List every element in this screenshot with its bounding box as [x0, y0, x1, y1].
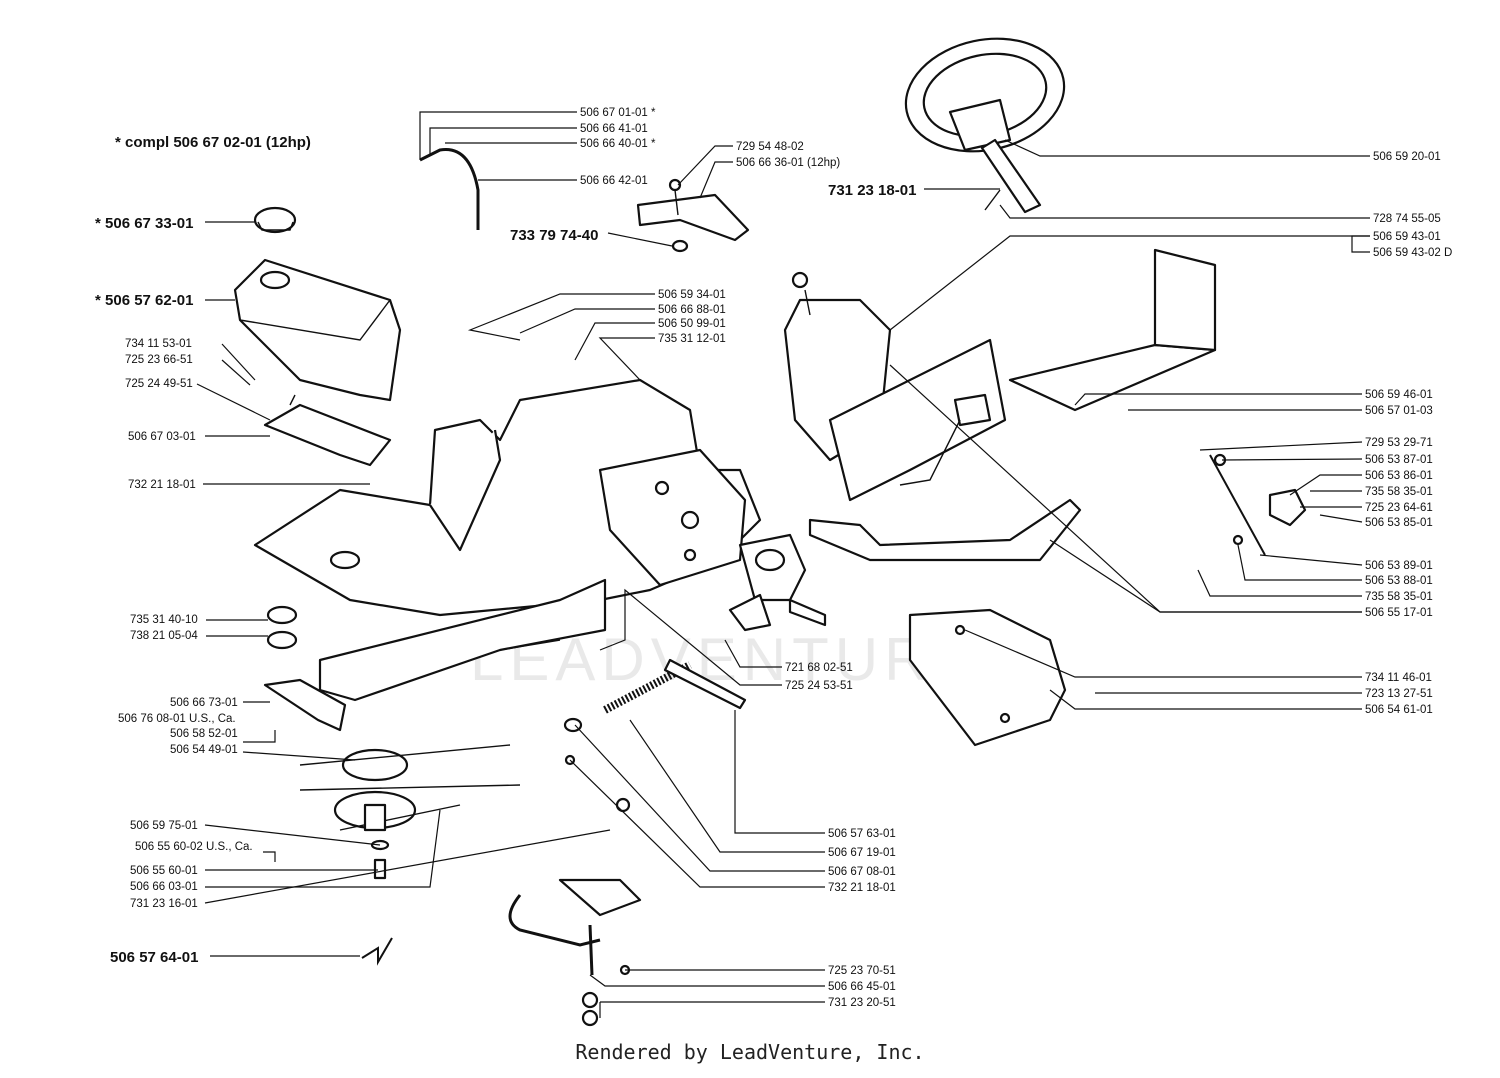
part-number-label: 735 58 35-01	[1365, 486, 1433, 498]
linkage-lever	[1209, 453, 1307, 556]
part-number-label: 732 21 18-01	[828, 882, 896, 894]
part-number-label: 506 55 60-02 U.S., Ca.	[135, 841, 253, 853]
wire-guide	[419, 148, 480, 230]
washers	[263, 605, 347, 732]
part-number-label: 735 58 35-01	[1365, 591, 1433, 603]
part-number-label: 506 66 73-01	[170, 697, 238, 709]
seat-plate	[1008, 248, 1217, 412]
part-number-label: 731 23 18-01	[828, 182, 916, 199]
part-number-label: 735 31 40-10	[130, 614, 198, 626]
part-number-label: 729 53 29-71	[1365, 437, 1433, 449]
part-number-label: 506 67 01-01 *	[580, 107, 656, 119]
cover-plate	[636, 178, 750, 253]
part-number-label: 506 57 63-01	[828, 828, 896, 840]
part-number-label: 725 23 64-61	[1365, 502, 1433, 514]
part-number-label: 506 50 99-01	[658, 318, 726, 330]
part-number-label: 506 66 41-01	[580, 123, 648, 135]
part-number-label: 506 59 20-01	[1373, 151, 1441, 163]
part-number-label: 725 23 66-51	[125, 354, 193, 366]
part-number-label: 728 74 55-05	[1373, 213, 1441, 225]
spring	[563, 658, 747, 976]
part-number-label: 734 11 53-01	[125, 338, 192, 350]
brake-band	[508, 878, 642, 1027]
steering-wheel	[904, 37, 1066, 214]
part-number-label: 506 59 43-02 D	[1373, 247, 1452, 259]
part-number-label: 506 59 43-01	[1373, 231, 1441, 243]
part-number-labels: * 506 67 33-01 * 506 57 62-01 734 11 53-01…	[95, 107, 1452, 1009]
part-number-label: 506 55 60-01	[130, 865, 198, 877]
pedal-assembly	[808, 393, 1082, 562]
part-number-label: 506 66 03-01	[130, 881, 198, 893]
part-number-label: 506 55 17-01	[1365, 607, 1433, 619]
part-number-label: 506 67 08-01	[828, 866, 896, 878]
part-number-label: 506 67 03-01	[128, 431, 196, 443]
fuel-tank-bracket	[263, 394, 392, 467]
part-number-label: 738 21 05-04	[130, 630, 198, 642]
part-number-label: 506 53 88-01	[1365, 575, 1433, 587]
part-number-label: 506 53 85-01	[1365, 517, 1433, 529]
part-number-label: 506 66 88-01	[658, 304, 726, 316]
part-number-label: 506 59 75-01	[130, 820, 198, 832]
part-number-label: 506 53 86-01	[1365, 470, 1433, 482]
part-number-label: 721 68 02-51	[785, 662, 853, 674]
part-number-label: * 506 57 62-01	[95, 292, 193, 309]
main-frame	[253, 271, 1007, 702]
part-number-label: 731 23 20-51	[828, 997, 896, 1009]
clip-part	[361, 937, 393, 966]
part-number-label: 506 76 08-01 U.S., Ca.	[118, 713, 236, 725]
part-number-label: * 506 67 33-01	[95, 215, 193, 232]
part-number-label: 506 57 64-01	[110, 949, 198, 966]
part-number-label: 506 54 49-01	[170, 744, 238, 756]
footer-credit: Rendered by LeadVenture, Inc.	[575, 1040, 925, 1064]
part-number-label: 506 58 52-01	[170, 728, 238, 740]
part-number-label: 506 57 01-03	[1365, 405, 1433, 417]
part-number-label: 506 66 36-01 (12hp)	[736, 157, 840, 169]
part-number-label: 506 53 89-01	[1365, 560, 1433, 572]
part-number-label: 506 66 42-01	[580, 175, 648, 187]
part-number-label: 732 21 18-01	[128, 479, 196, 491]
part-number-label: 506 54 61-01	[1365, 704, 1433, 716]
part-number-label: 506 67 19-01	[828, 847, 896, 859]
rear-hood	[908, 608, 1067, 747]
part-number-label: 506 59 46-01	[1365, 389, 1433, 401]
part-number-label: 734 11 46-01	[1365, 672, 1432, 684]
kit-note: * compl 506 67 02-01 (12hp)	[115, 134, 311, 151]
leader-lines	[196, 111, 1370, 1018]
part-number-label: 725 24 49-51	[125, 378, 193, 390]
part-number-label: 506 53 87-01	[1365, 454, 1433, 466]
part-number-label: 733 79 74-40	[510, 227, 598, 244]
fuel-tank	[233, 258, 402, 402]
part-number-label: 506 66 45-01	[828, 981, 896, 993]
part-number-label: 729 54 48-02	[736, 141, 804, 153]
part-number-label: 735 31 12-01	[658, 333, 726, 345]
part-number-label: 725 23 70-51	[828, 965, 896, 977]
part-number-label: 725 24 53-51	[785, 680, 853, 692]
pulley-assembly	[299, 744, 521, 880]
part-number-label: 723 13 27-51	[1365, 688, 1433, 700]
spindle	[728, 533, 827, 632]
fuel-cap	[253, 206, 297, 234]
part-number-label: 506 59 34-01	[658, 289, 726, 301]
part-number-label: 506 66 40-01 *	[580, 138, 656, 150]
part-number-label: 731 23 16-01	[130, 898, 198, 910]
